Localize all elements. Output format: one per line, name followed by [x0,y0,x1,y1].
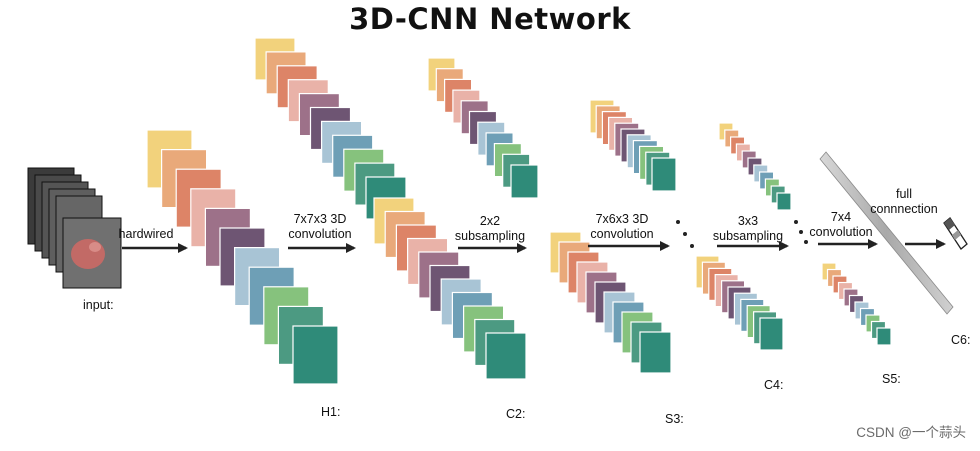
feature-map [776,192,792,211]
stack-s5 [821,262,892,346]
label-c4: C4: [764,378,784,392]
feature-map [759,317,784,351]
feature-map [510,164,539,199]
output-c6 [943,217,968,250]
input-frames [27,167,122,289]
feature-map [485,332,527,380]
op-conv2: 7x6x3 3D convolution [590,212,654,241]
stack-c4-tiny [718,122,792,211]
ellipsis-dots-1 [676,220,694,248]
label-s3: S3: [665,412,684,426]
feature-map [292,325,339,385]
op-subsampling2: 3x3 subsampling [712,214,784,243]
full-connection-bar [819,151,954,315]
stack-s3-top [427,57,539,199]
feature-map [639,331,672,374]
stack-h1 [146,129,339,385]
stack-c4-top [589,99,677,192]
input-region [71,239,105,269]
feature-map [876,327,892,346]
stack-c4-bottom [695,255,784,351]
label-s5: S5: [882,372,901,386]
label-c6: C6: [951,333,971,347]
op-full-connection: full connnection [870,187,938,216]
op-subsampling1: 2x2 subsampling [454,214,526,243]
ellipsis-dots-2 [794,220,808,244]
label-input: input: [83,298,114,312]
label-c2: C2: [506,407,526,421]
label-h1: H1: [321,405,341,419]
stack-c2-top [254,37,407,220]
feature-map [651,157,677,192]
stack-c2-bottom [373,197,527,380]
stack-s3-bottom [549,231,672,374]
op-hardwired: hardwired [118,227,174,241]
op-conv1: 7x7x3 3D convolution [288,212,352,241]
op-conv3: 7x4 convolution [809,210,873,239]
page-title: 3D-CNN Network [349,2,631,36]
watermark: CSDN @一个蒜头 [856,425,966,440]
